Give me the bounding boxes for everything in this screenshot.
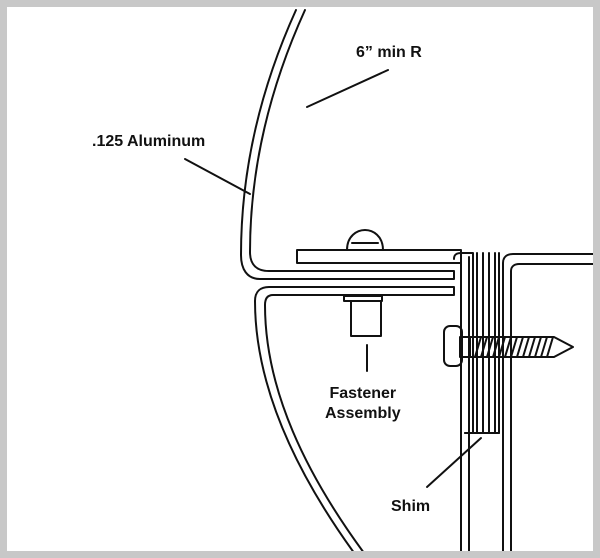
- screw: [443, 325, 574, 367]
- fastener-head: [346, 229, 384, 251]
- fastener-plate: [296, 249, 462, 264]
- shim-label: Shim: [391, 498, 431, 515]
- radius-leader: [306, 69, 389, 108]
- lower-aluminum-panel: [254, 286, 455, 551]
- upper-aluminum-panel: [240, 9, 455, 280]
- aluminum-leader: [184, 158, 251, 195]
- assembly-drawing: [184, 9, 593, 551]
- fastener-label-line2: Assembly: [325, 405, 401, 422]
- aluminum-label: .125 Aluminum: [92, 133, 206, 150]
- fastener-label-line1: Fastener: [329, 385, 397, 402]
- right-tube: [502, 253, 593, 551]
- shim-leader: [426, 437, 482, 488]
- fastener-body: [343, 295, 383, 337]
- right-frame-channel: [453, 252, 500, 551]
- radius-label: 6” min R: [356, 44, 422, 61]
- fastener-assembly-label: Fastener Assembly: [325, 384, 401, 424]
